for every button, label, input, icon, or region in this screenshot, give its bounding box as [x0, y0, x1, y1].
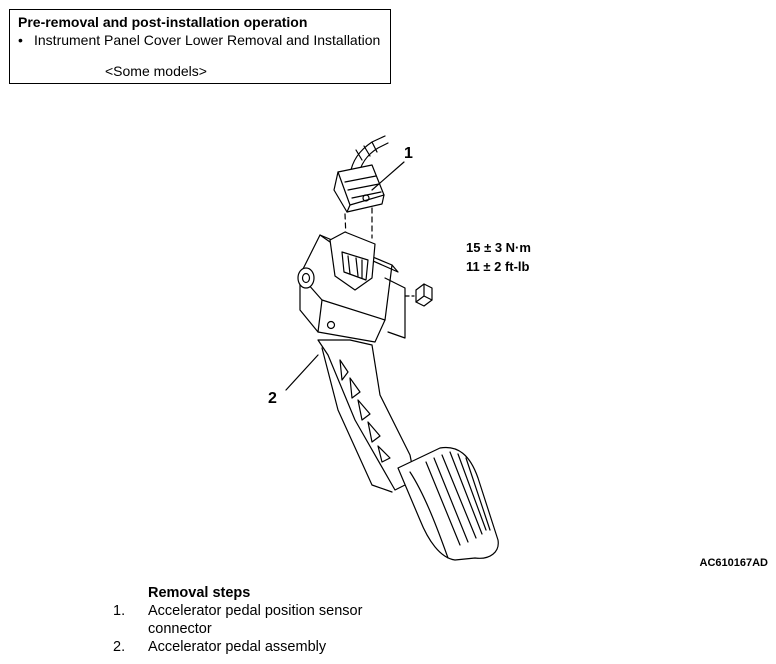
- pedal-sensor-housing: [297, 231, 406, 343]
- step-text: Accelerator pedal position sensor connec…: [148, 603, 363, 637]
- pre-removal-title: Pre-removal and post-installation operat…: [18, 14, 308, 30]
- pre-removal-item-text: Instrument Panel Cover Lower Removal and…: [34, 32, 381, 48]
- pedal-arm: [317, 339, 416, 493]
- callout-2-leader: [285, 354, 319, 391]
- callout-2: 2: [268, 390, 277, 407]
- removal-step: 2. Accelerator pedal assembly: [113, 638, 388, 656]
- pre-removal-item: • Instrument Panel Cover Lower Removal an…: [18, 32, 380, 48]
- step-number: 2.: [113, 639, 126, 655]
- pedal-pad: [397, 446, 499, 561]
- bullet: •: [18, 32, 23, 48]
- callout-1-leader: [371, 161, 405, 191]
- removal-steps: Removal steps 1. Accelerator pedal posit…: [113, 584, 388, 656]
- step-number: 1.: [113, 603, 126, 619]
- torque-metric: 15 ± 3 N·m: [466, 240, 531, 255]
- sensor-connector: [333, 164, 385, 213]
- removal-steps-title: Removal steps: [148, 585, 251, 601]
- callout-1: 1: [404, 145, 413, 162]
- removal-step: 1. Accelerator pedal position sensor con…: [113, 602, 388, 638]
- torque-imperial: 11 ± 2 ft-lb: [466, 259, 530, 274]
- figure-id: AC610167AD: [699, 557, 768, 569]
- pre-removal-box: Pre-removal and post-installation operat…: [9, 9, 391, 84]
- wire-harness: [349, 135, 389, 179]
- mounting-nut: [404, 283, 433, 307]
- step-text: Accelerator pedal assembly: [148, 639, 327, 655]
- pre-removal-note: <Some models>: [105, 63, 207, 79]
